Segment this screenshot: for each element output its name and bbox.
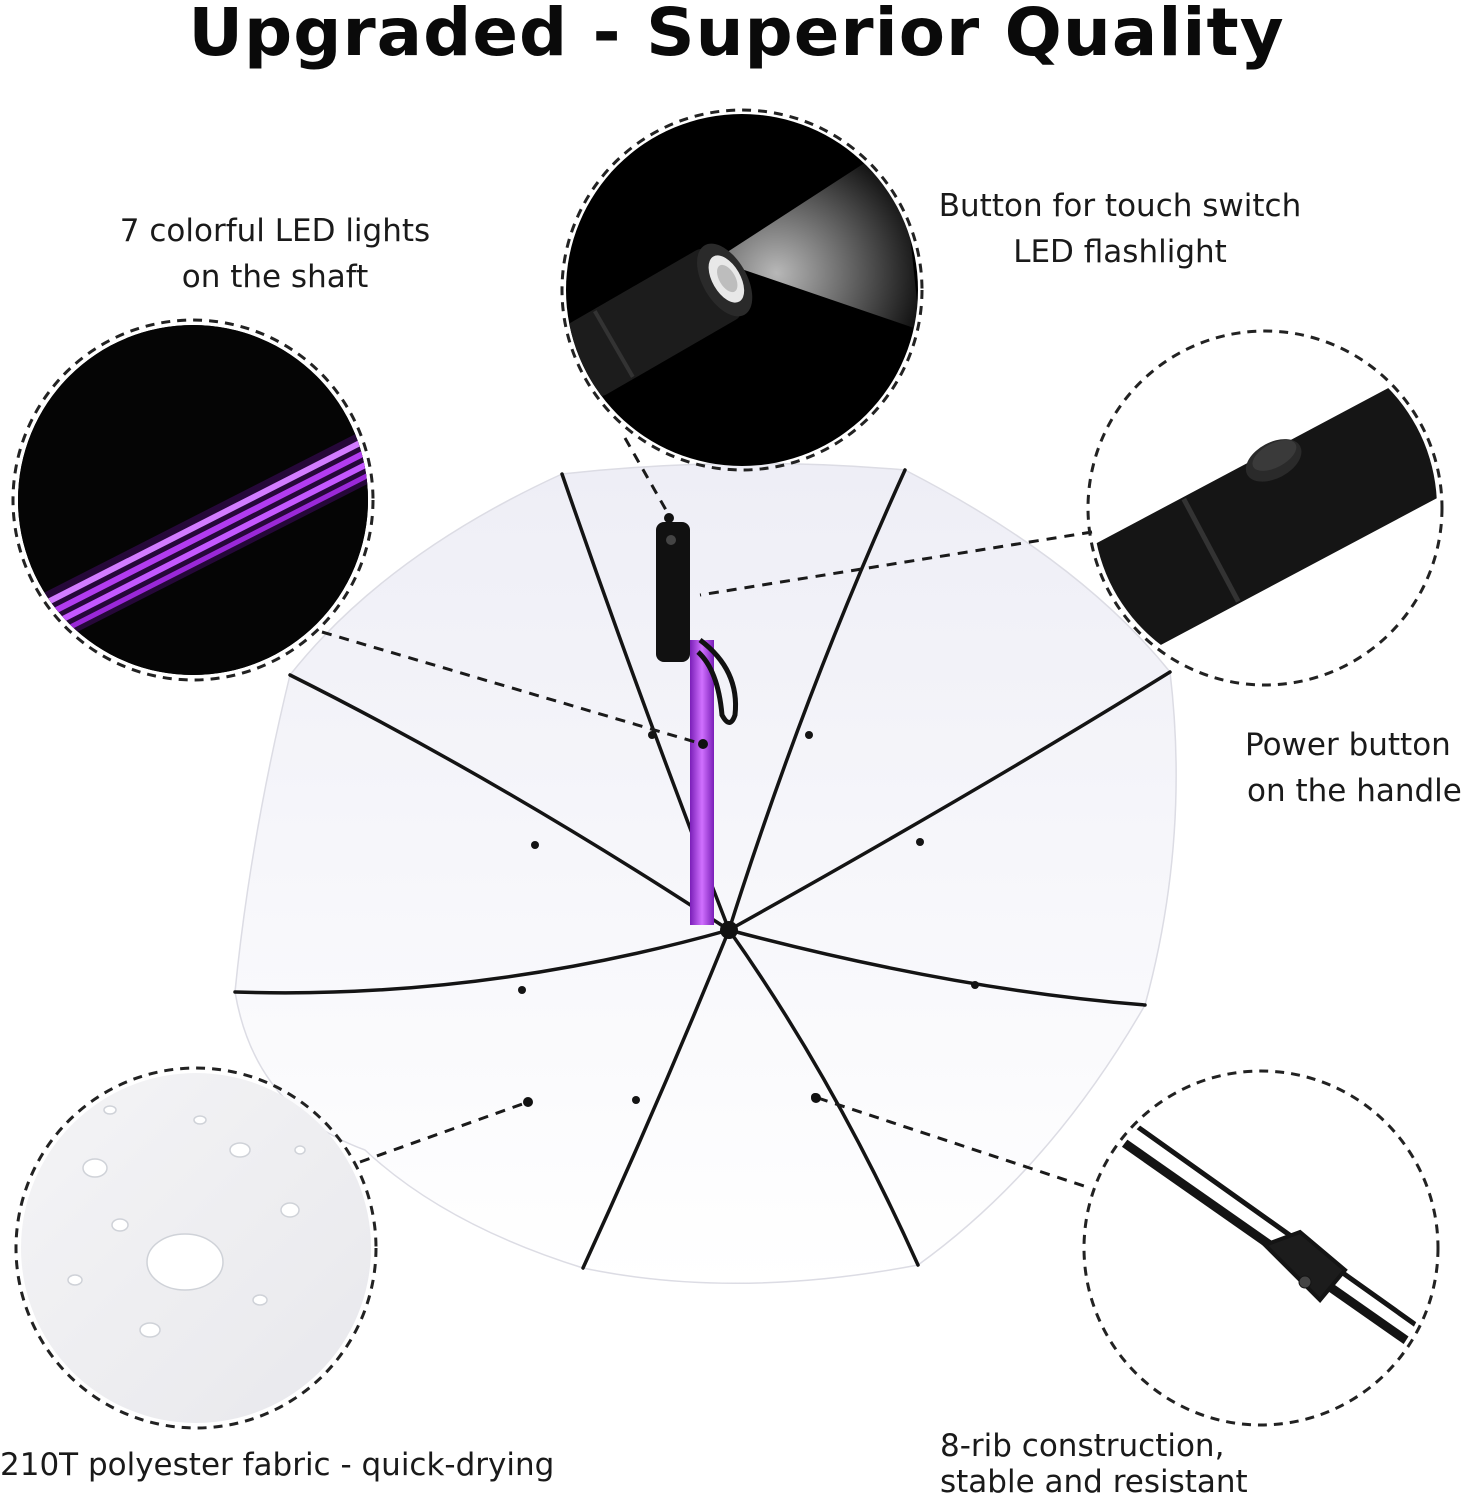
connector-lines <box>321 437 1093 1190</box>
label-led-lights: 7 colorful LED lights on the shaft <box>119 213 431 295</box>
callout-fabric-image <box>14 1066 378 1430</box>
umbrella-ribs <box>233 468 1172 1270</box>
callout-rib-image <box>1082 1069 1440 1427</box>
callout-flashlight-image <box>560 108 924 472</box>
page-title: Upgraded - Superior Quality <box>188 0 1285 71</box>
label-ribs: 8-rib construction, stable and resistant <box>940 1428 1248 1500</box>
label-power-button: Power button on the handle <box>1245 727 1462 809</box>
callout-power-button-image <box>1086 329 1444 687</box>
umbrella <box>233 462 1177 1285</box>
label-flashlight: Button for touch switch LED flashlight <box>938 188 1302 270</box>
callout-led-image <box>11 318 375 682</box>
umbrella-handle <box>656 522 690 662</box>
led-shaft <box>690 640 714 925</box>
label-fabric: 210T polyester fabric - quick-drying <box>0 1447 555 1483</box>
